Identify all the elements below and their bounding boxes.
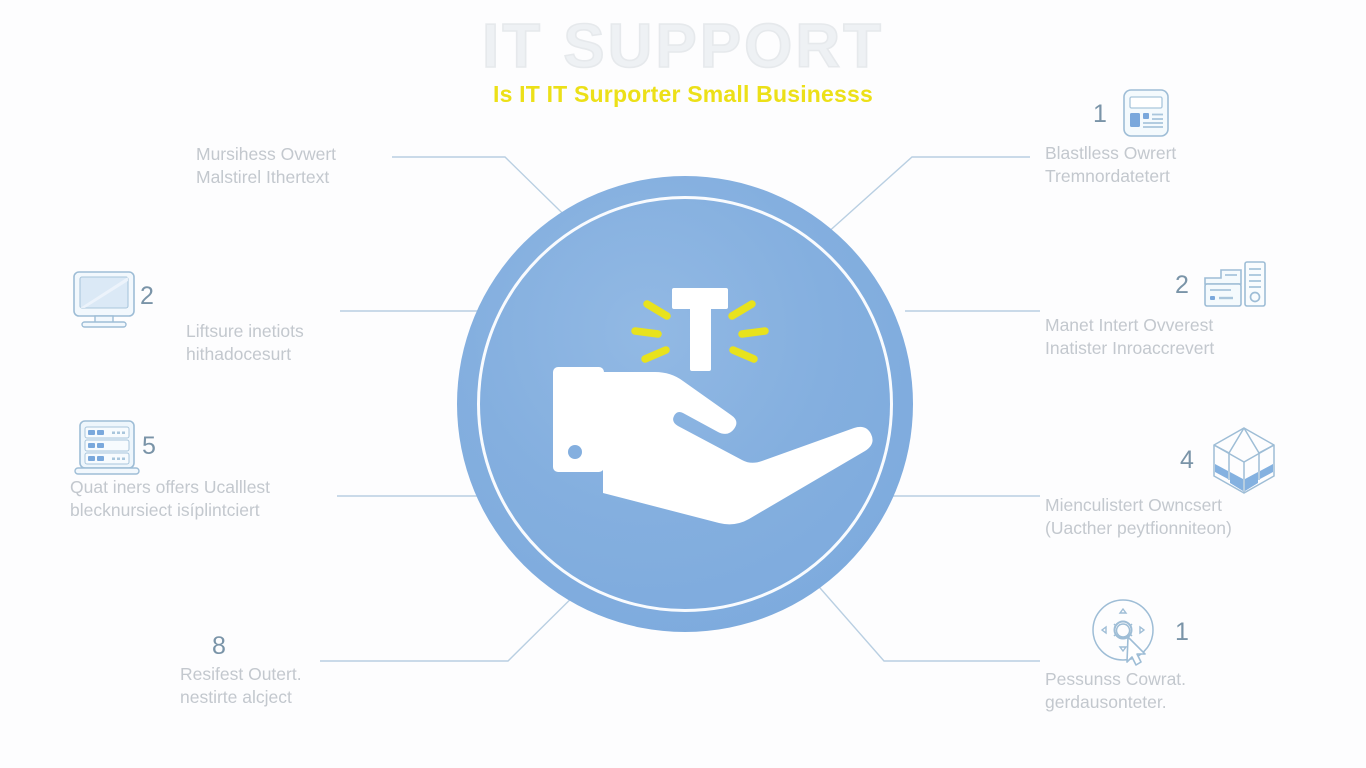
page-title: IT SUPPORT: [481, 12, 885, 81]
hand-holding-letter-t-icon: [457, 176, 913, 632]
letter-t-glyph: [672, 288, 728, 371]
node-right-top-number: 1: [1093, 99, 1107, 128]
node-right-top-text: Blastlless Owrert Tremnordatetert: [1045, 143, 1177, 187]
sparkle-rays: [631, 300, 769, 363]
cube-container-icon: [1204, 424, 1284, 496]
node-right-bottom-number: 1: [1175, 617, 1189, 646]
central-hub: [457, 176, 913, 632]
office-building-icon: [1199, 258, 1269, 312]
server-rack-icon: [70, 418, 140, 475]
node-right-mid-number: 2: [1175, 270, 1189, 299]
page-subtitle: Is IT IT Surporter Small Businesss: [492, 81, 874, 108]
settings-cursor-icon: [1087, 596, 1165, 668]
node-right-bottom[interactable]: 1 Pessunss Cowrat. gerdausonteter.: [1045, 596, 1365, 714]
node-left-bottom[interactable]: 8 Resifest Outert. nestirte alcject: [180, 634, 400, 709]
form-document-icon: [1117, 88, 1175, 140]
monitor-icon: [68, 268, 135, 328]
node-left-lower[interactable]: 5 Quat iners offers Ucalllest blecknursi…: [70, 418, 370, 522]
node-left-lower-number: 5: [142, 431, 156, 460]
node-left-mid[interactable]: 2 Liftsure inetiots hithadocesurt: [68, 268, 358, 366]
open-palm-shape: [553, 367, 873, 525]
node-right-bottom-text: Pessunss Cowrat. gerdausonteter.: [1045, 669, 1187, 713]
node-left-bottom-text: Resifest Outert. nestirte alcject: [180, 664, 302, 708]
node-right-lower[interactable]: 4 Mienculistert Owncsert (Ua: [1045, 424, 1365, 540]
node-left-top[interactable]: Mursihess Ovwert Malstirel Ithertext: [196, 143, 396, 189]
hub-inner-ring: [477, 196, 893, 612]
node-right-mid[interactable]: 2: [1045, 258, 1365, 360]
node-left-bottom-number: 8: [212, 632, 226, 660]
title-block: IT SUPPORT Is IT IT Surporter Small Busi…: [0, 12, 1366, 108]
node-right-top[interactable]: 1 Blastlless Owrert Tremnordatetert: [1045, 88, 1345, 188]
node-left-mid-text: Liftsure inetiots hithadocesurt: [186, 321, 304, 365]
node-right-mid-text: Manet Intert Ovverest Inatister Inroaccr…: [1045, 315, 1215, 359]
node-right-lower-number: 4: [1180, 445, 1194, 474]
node-right-lower-text: Mienculistert Owncsert (Uacther peytfion…: [1045, 495, 1232, 539]
node-left-top-text: Mursihess Ovwert Malstirel Ithertext: [196, 144, 337, 188]
node-left-lower-text: Quat iners offers Ucalllest blecknursiec…: [70, 477, 271, 521]
node-left-mid-number: 2: [140, 281, 154, 310]
